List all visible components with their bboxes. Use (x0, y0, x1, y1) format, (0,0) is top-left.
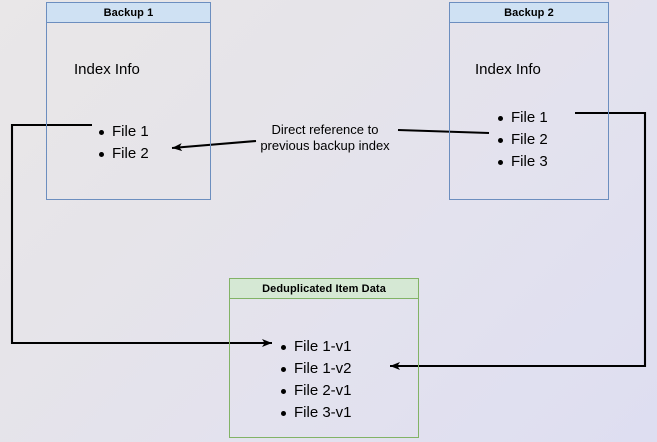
list-item[interactable]: File 1 (95, 121, 149, 143)
node-backup1-file-list: File 1 File 2 (95, 121, 149, 165)
list-item[interactable]: File 2 (95, 143, 149, 165)
node-backup2-header: Backup 2 (450, 3, 608, 23)
node-backup1-section-title: Index Info (74, 61, 140, 78)
node-backup1-title: Backup 1 (103, 6, 154, 19)
node-dedup[interactable]: Deduplicated Item Data File 1-v1 File 1-… (229, 278, 419, 438)
list-item[interactable]: File 3-v1 (277, 402, 352, 424)
node-backup1-header: Backup 1 (47, 3, 210, 23)
node-dedup-file-list: File 1-v1 File 1-v2 File 2-v1 File 3-v1 (277, 336, 352, 424)
list-item[interactable]: File 3 (494, 151, 548, 173)
node-backup2-file-list: File 1 File 2 File 3 (494, 107, 548, 173)
node-dedup-title: Deduplicated Item Data (262, 282, 386, 295)
list-item[interactable]: File 1 (494, 107, 548, 129)
list-item[interactable]: File 2-v1 (277, 380, 352, 402)
list-item[interactable]: File 1-v1 (277, 336, 352, 358)
list-item[interactable]: File 1-v2 (277, 358, 352, 380)
node-backup2-title: Backup 2 (504, 6, 554, 19)
node-backup2-section-title: Index Info (475, 61, 541, 78)
node-backup2[interactable]: Backup 2 Index Info File 1 File 2 File 3 (449, 2, 609, 200)
list-item[interactable]: File 2 (494, 129, 548, 151)
node-backup1-body: Index Info File 1 File 2 (47, 24, 210, 199)
node-dedup-header: Deduplicated Item Data (230, 279, 418, 299)
node-backup1[interactable]: Backup 1 Index Info File 1 File 2 (46, 2, 211, 200)
node-backup2-body: Index Info File 1 File 2 File 3 (450, 24, 608, 199)
edge-label-direct-reference: Direct reference to previous backup inde… (260, 122, 390, 153)
node-dedup-body: File 1-v1 File 1-v2 File 2-v1 File 3-v1 (230, 300, 418, 437)
